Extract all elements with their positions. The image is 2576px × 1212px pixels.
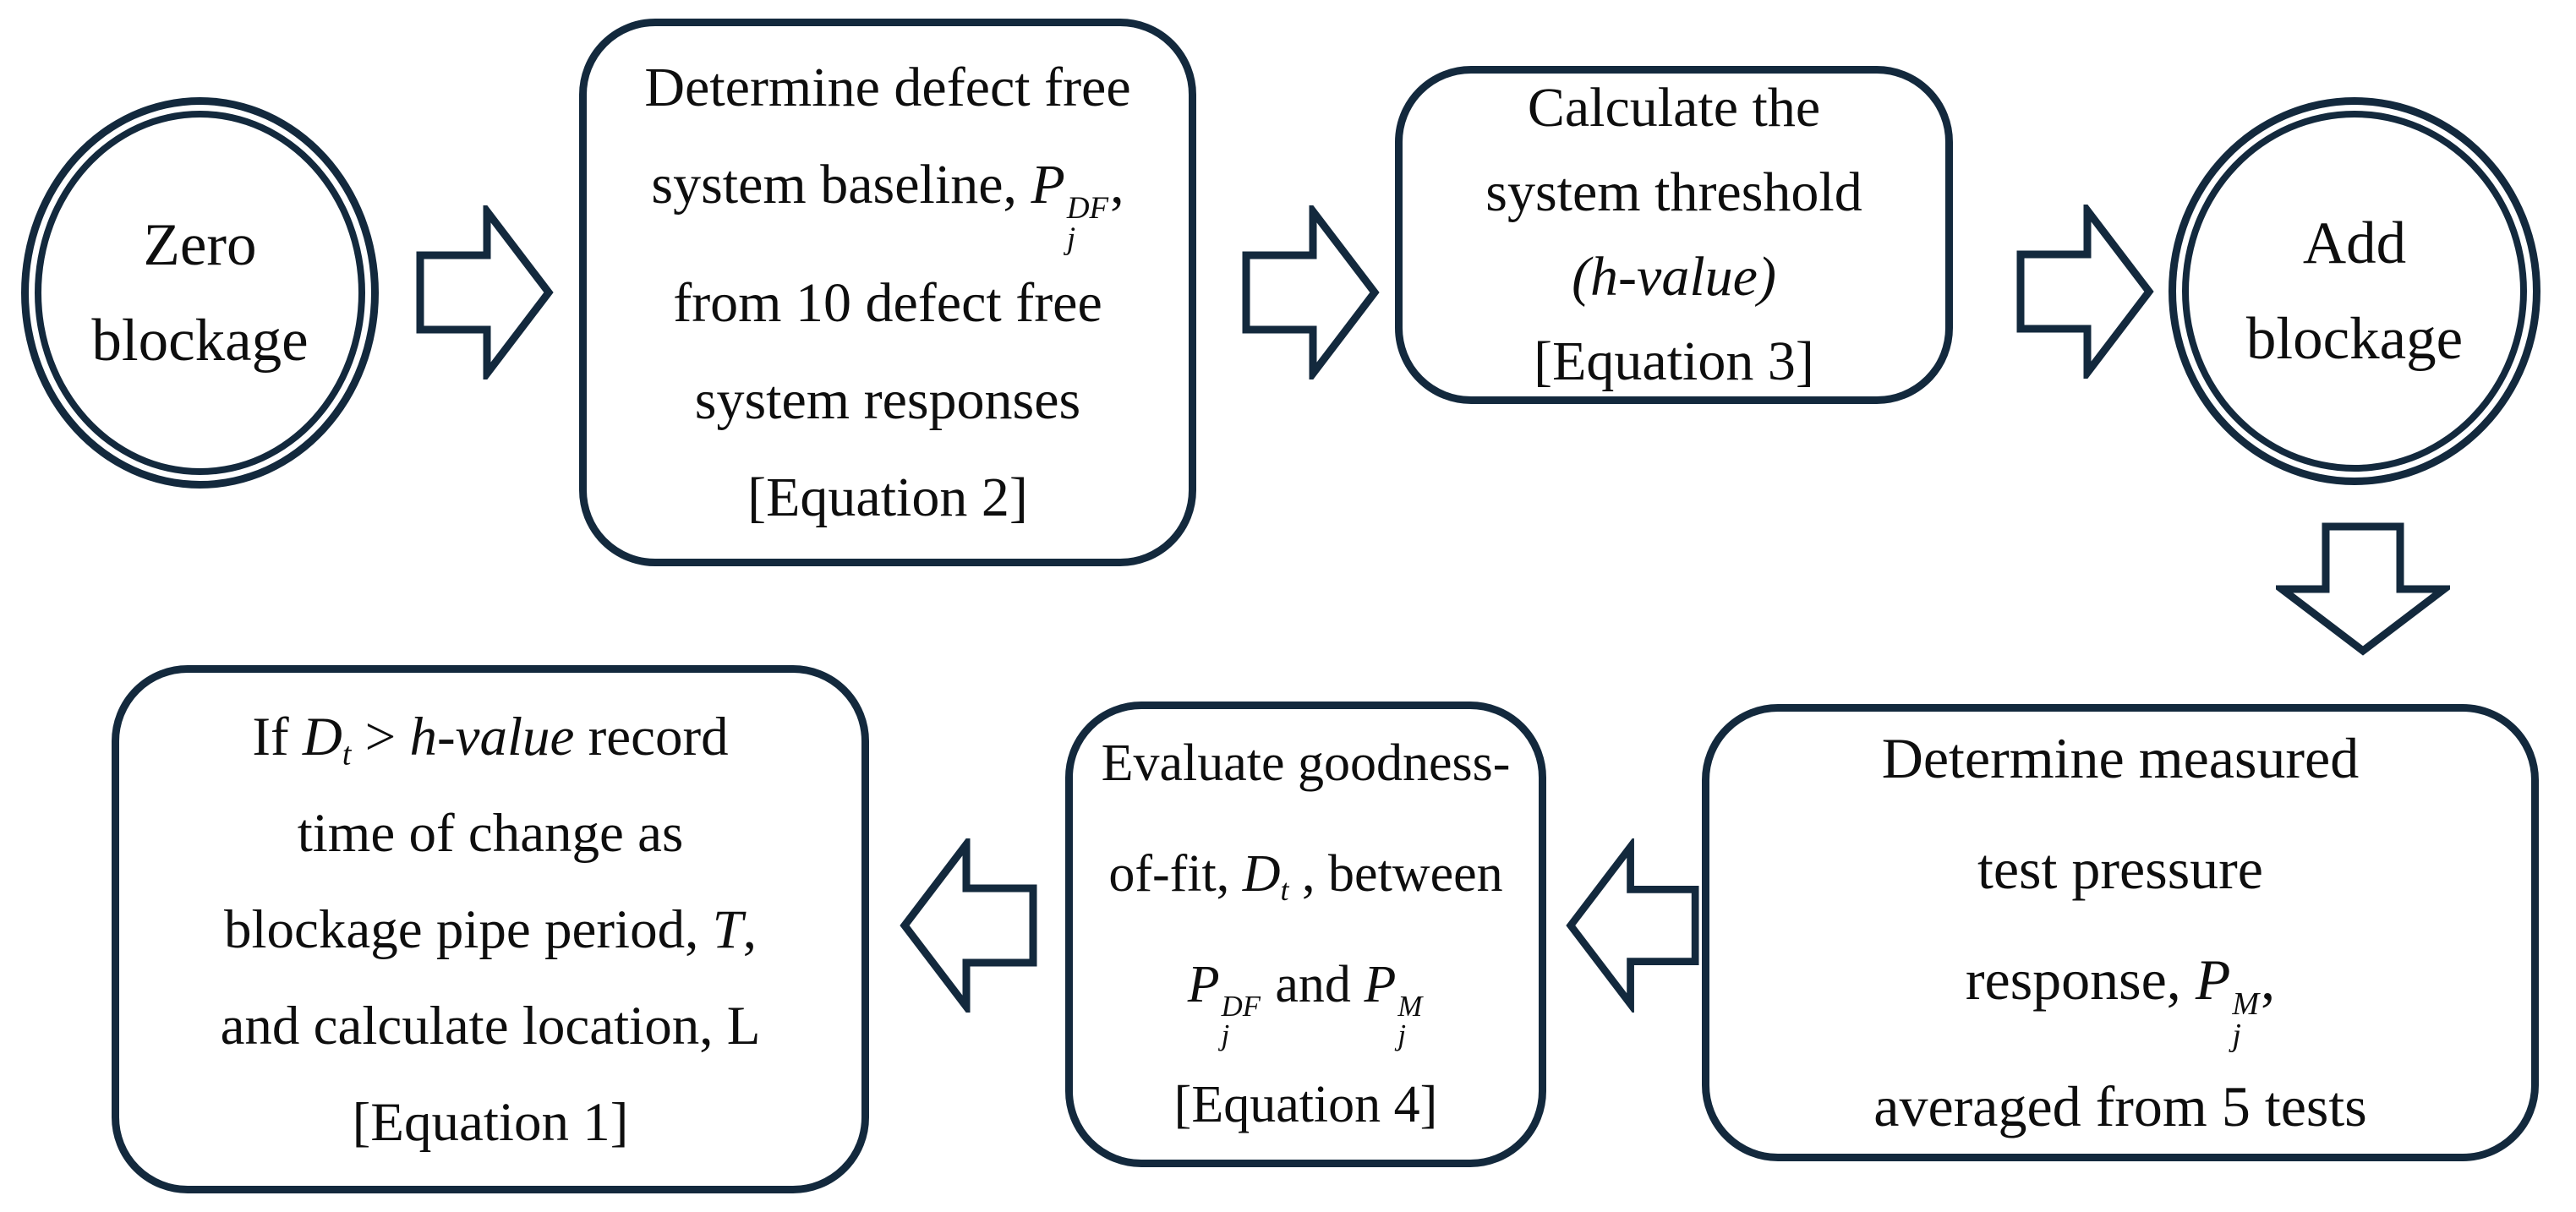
text-line: system responses	[694, 369, 1081, 431]
text-line: time of change as	[297, 802, 684, 864]
node-zero-blockage: Zero blockage	[21, 97, 379, 489]
block-arrow-right-icon	[2016, 205, 2154, 379]
block-arrow-down-icon	[2276, 522, 2450, 656]
node-add-blockage: Add blockage	[2169, 97, 2540, 485]
node-record-blockage: If Dt > h-value record time of change as b…	[112, 665, 869, 1193]
text-line: [Equation 4]	[1173, 1075, 1438, 1133]
text-line: Calculate the	[1527, 77, 1821, 139]
text-line: Determine measured	[1881, 725, 2360, 790]
text-line: from 10 defect free	[673, 271, 1102, 334]
node-label: Add blockage	[2246, 196, 2463, 387]
text-line: blockage	[91, 307, 309, 374]
text-line: (h-value)	[1572, 246, 1776, 308]
text-line: Zero	[143, 211, 257, 278]
text-line: Evaluate goodness-	[1101, 734, 1511, 793]
node-measured-response: Determine measured test pressure response,…	[1702, 704, 2539, 1161]
text-line: [Equation 1]	[352, 1091, 629, 1153]
text-line: Add	[2302, 210, 2407, 276]
text-line: blockage	[2245, 305, 2464, 372]
text-line: and calculate location, L	[220, 995, 761, 1056]
text-line: system threshold	[1485, 161, 1862, 223]
node-label: Calculate the system threshold (h-value) [E…	[1485, 66, 1862, 404]
text-line: Determine defect free	[644, 57, 1131, 119]
node-label: Determine measured test pressure response,…	[1873, 703, 2366, 1163]
text-line: If Dt > h-value record	[252, 706, 729, 772]
block-arrow-left-icon	[900, 838, 1037, 1013]
block-arrow-right-icon	[416, 205, 554, 379]
text-line: blockage pipe period, T,	[224, 898, 757, 960]
terminator-inner-ring: Add blockage	[2182, 111, 2527, 472]
node-calculate-threshold: Calculate the system threshold (h-value) [E…	[1395, 66, 1953, 404]
text-line: [Equation 2]	[747, 466, 1028, 528]
terminator-inner-ring: Zero blockage	[35, 111, 365, 475]
block-arrow-left-icon	[1566, 838, 1699, 1013]
node-label: Zero blockage	[91, 198, 308, 389]
text-line: test pressure	[1977, 836, 2263, 901]
text-line: of-fit, Dt , between	[1108, 845, 1503, 907]
block-arrow-right-icon	[1242, 205, 1380, 379]
node-label: If Dt > h-value record time of change as b…	[221, 689, 761, 1171]
text-line: averaged from 5 tests	[1873, 1074, 2367, 1139]
text-line: [Equation 3]	[1534, 330, 1814, 392]
